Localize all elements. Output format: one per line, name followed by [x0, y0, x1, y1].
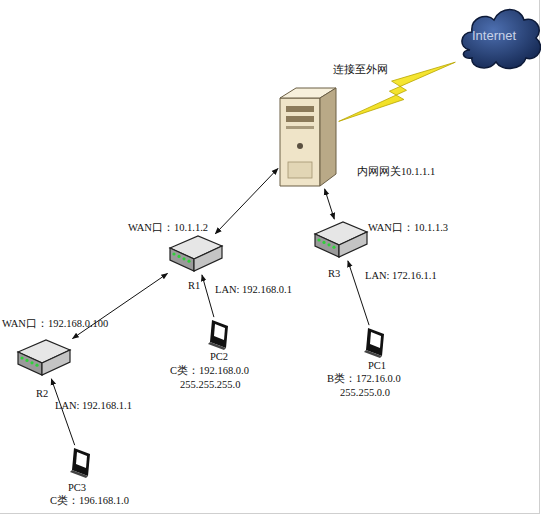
pc-base [70, 470, 88, 478]
server-side [320, 88, 336, 186]
router-front [18, 352, 42, 375]
power-button [297, 143, 303, 149]
vent [288, 162, 312, 178]
status-led [25, 359, 28, 362]
status-led [187, 260, 190, 263]
status-led [332, 246, 335, 249]
server-node: 内网网关10.1.1.1 [280, 88, 336, 186]
status-led [317, 238, 320, 241]
node-label: LAN: 192.168.0.1 [215, 284, 292, 296]
pc-node: PC2C类：192.168.0.0255.255.255.0 [208, 320, 230, 350]
node-outline [170, 236, 222, 272]
node-label: PC2 [210, 351, 228, 363]
node-label: R2 [36, 388, 48, 400]
drive-bay [286, 106, 314, 112]
router-front [170, 248, 194, 271]
router-node: WAN口：192.168.0.100R2LAN: 192.168.1.1 [18, 340, 70, 376]
node-label: B类：172.16.0.0 [327, 373, 401, 385]
router-side [194, 246, 222, 271]
router-side [339, 232, 367, 257]
status-led [182, 257, 185, 260]
pc-screen [370, 332, 381, 348]
router-front [315, 234, 339, 257]
node-label: PC3 [68, 482, 86, 494]
network-link [202, 275, 214, 317]
status-led [322, 241, 325, 244]
router-side [42, 350, 70, 375]
node-outline [70, 448, 92, 478]
status-led [177, 255, 180, 258]
drive-bay [286, 116, 314, 122]
node-label: 内网网关10.1.1.1 [357, 166, 435, 178]
link-label: 连接至外网 [333, 62, 388, 77]
pc-base [208, 342, 226, 350]
cloud-shape [462, 10, 541, 69]
status-led [35, 364, 38, 367]
node-outline [18, 340, 70, 376]
node-outline [280, 88, 336, 186]
drive-bay [286, 126, 314, 129]
network-link [325, 189, 335, 219]
server-front [280, 98, 320, 186]
node-label: 255.255.0.0 [340, 387, 390, 399]
node-label: WAN口：10.1.1.3 [368, 222, 448, 234]
node-label: R1 [188, 280, 200, 292]
network-link [51, 379, 74, 445]
status-led [327, 243, 330, 246]
node-label: WAN口：192.168.0.100 [2, 318, 108, 330]
pc-node: PC3C类：196.168.1.0 [70, 448, 92, 478]
cloud-node: Internet [458, 4, 540, 76]
node-label: R3 [328, 268, 340, 280]
status-led [30, 361, 33, 364]
node-outline [208, 320, 230, 350]
pc-screen [76, 452, 87, 468]
pc-screen [214, 324, 225, 340]
node-outline [315, 222, 367, 258]
status-led [20, 356, 23, 359]
node-label: 255.255.255.0 [180, 379, 240, 391]
node-label: Internet [472, 30, 516, 42]
node-label: WAN口：10.1.1.2 [128, 222, 208, 234]
pc-node: PC1B类：172.16.0.0255.255.0.0 [364, 328, 386, 358]
node-label: LAN: 172.16.1.1 [365, 270, 437, 282]
router-node: WAN口：10.1.1.3R3LAN: 172.16.1.1 [315, 222, 367, 258]
network-link [215, 168, 278, 233]
router-node: WAN口：10.1.1.2R1LAN: 192.168.0.1 [170, 236, 222, 272]
node-label: PC1 [368, 360, 386, 372]
status-led [172, 252, 175, 255]
node-label: C类：196.168.1.0 [50, 495, 129, 507]
node-outline [364, 328, 386, 358]
node-label: C类：192.168.0.0 [170, 365, 249, 377]
node-label: LAN: 192.168.1.1 [55, 400, 132, 412]
pc-base [364, 350, 382, 358]
